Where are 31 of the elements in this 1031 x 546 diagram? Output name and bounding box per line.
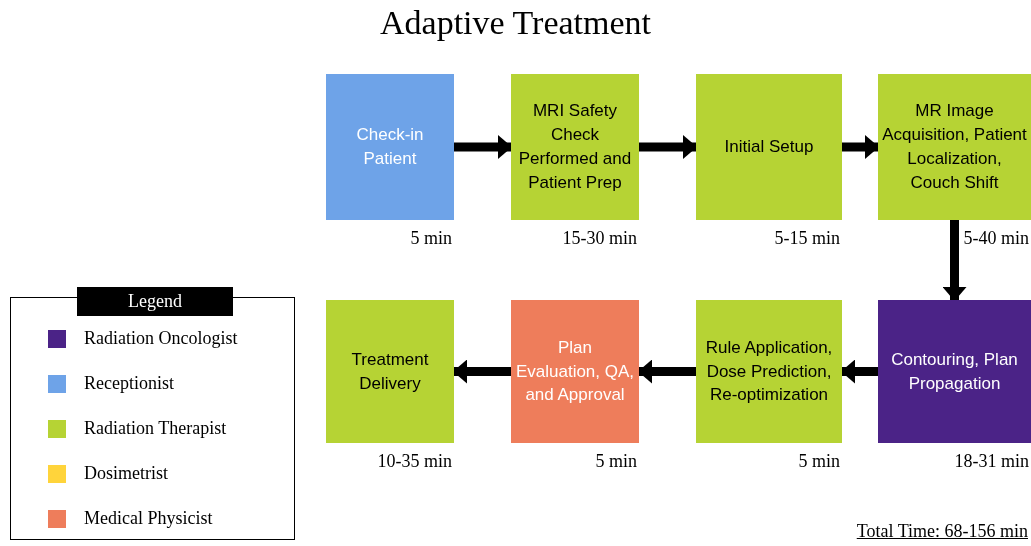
step-label: Initial Setup <box>724 136 814 159</box>
legend-label: Radiation Therapist <box>84 418 227 439</box>
block-arrow <box>841 359 878 384</box>
diagram-title: Adaptive Treatment <box>379 4 652 42</box>
duration-label: 5 min <box>410 228 452 249</box>
step-label: MRI Safety Check Performed and Patient Prep <box>517 100 633 194</box>
step-label: Rule Application, Dose Prediction, Re-optimization <box>704 336 834 407</box>
legend-title: Legend <box>77 287 233 316</box>
step-label: Plan Evaluation, QA, and Approval <box>515 336 635 407</box>
duration-label: 15-30 min <box>562 228 637 249</box>
step-label: Check-in Patient <box>355 124 425 170</box>
block-arrow <box>842 135 879 159</box>
block-arrow <box>638 359 696 384</box>
step-label: Contouring, Plan Propagation <box>890 348 1019 395</box>
duration-label: 5 min <box>798 451 840 472</box>
duration-label: 10-35 min <box>377 451 452 472</box>
block-arrow <box>453 359 511 384</box>
legend-label: Medical Physicist <box>84 508 213 529</box>
duration-label: 5-40 min <box>963 228 1029 249</box>
block-arrow <box>942 220 967 301</box>
legend-label: Receptionist <box>84 373 174 394</box>
total-time-note: Total Time: 68-156 min <box>856 521 1028 542</box>
legend-label: Radiation Oncologist <box>84 328 238 349</box>
step-label: MR Image Acquisition, Patient Localization, Couch Shift <box>882 100 1027 194</box>
duration-label: 5 min <box>595 451 637 472</box>
step-label: Treatment Delivery <box>350 348 430 395</box>
legend-label: Dosimetrist <box>84 463 168 484</box>
duration-label: 18-31 min <box>954 451 1029 472</box>
duration-label: 5-15 min <box>774 228 840 249</box>
block-arrow <box>454 135 512 159</box>
block-arrow <box>639 135 697 159</box>
